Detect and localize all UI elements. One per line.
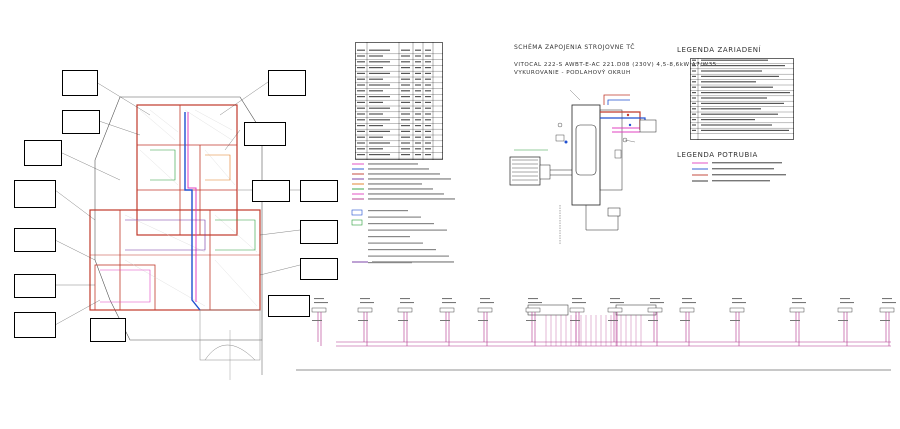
pipe-legend [690, 160, 800, 190]
room-tag [90, 318, 126, 342]
schema-title: SCHÉMA ZAPOJENIA STROJOVNE TČ [514, 44, 635, 51]
room-tag [24, 140, 62, 166]
room-table-grid [355, 42, 443, 160]
room-tag [62, 110, 100, 134]
room-tag [268, 295, 310, 317]
line-legend-drawing [351, 163, 455, 264]
room-tag [14, 312, 56, 338]
schematic-drawing [509, 89, 657, 245]
pipe-legend-drawing [692, 162, 786, 182]
heat-pump-schematic [500, 80, 680, 260]
room-tag [252, 180, 290, 202]
room-tag [62, 70, 98, 96]
distribution-drawing [296, 298, 896, 371]
room-tag [14, 180, 56, 208]
equipment-legend-title: LEGENDA ZARIADENÍ [677, 46, 762, 54]
room-tag [268, 70, 306, 96]
equipment-legend-grid [690, 58, 794, 140]
pipe-legend-title: LEGENDA POTRUBIA [677, 151, 758, 159]
distribution-schematic [296, 280, 896, 380]
equipment-legend-table [690, 58, 794, 140]
room-tag [14, 228, 56, 252]
schema-subtitle-1: VITOCAL 222-S AWBT-E-AC 221.D08 (230V) 4… [514, 62, 717, 68]
room-table [355, 42, 443, 160]
room-tag [300, 180, 338, 202]
room-tag [300, 258, 338, 280]
line-legend [350, 158, 460, 270]
floor-plan-drawing [54, 81, 301, 380]
schema-subtitle-2: VYKUROVANIE - PODLAHOVÝ OKRUH [514, 70, 631, 76]
room-tag [300, 220, 338, 244]
room-tag [14, 274, 56, 298]
room-tag [244, 122, 286, 146]
floor-plan [0, 40, 340, 390]
